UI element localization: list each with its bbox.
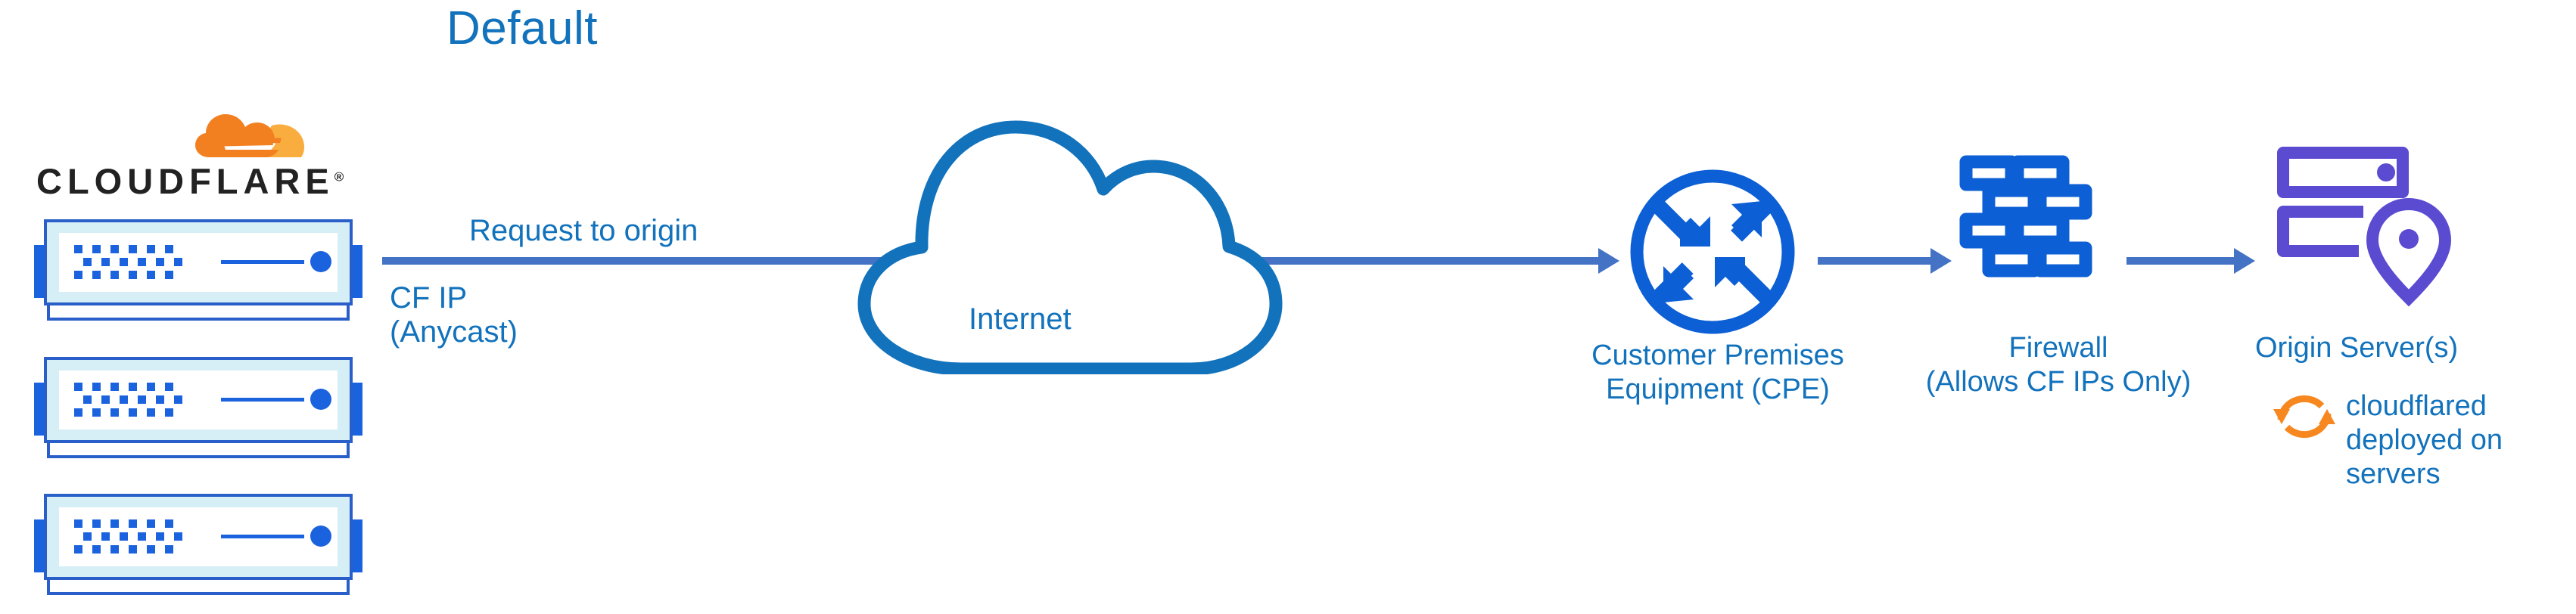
arrow-cpe-to-firewall-head: [1930, 248, 1952, 274]
cloudflare-wordmark: CLOUDFLARE®: [36, 161, 344, 201]
cloudflare-logo: CLOUDFLARE®: [36, 106, 354, 204]
server-rack-pin-icon: [2277, 147, 2452, 307]
arrow-firewall-to-origin-head: [2234, 248, 2255, 274]
label-cf-ip-anycast: CF IP (Anycast): [390, 281, 518, 349]
label-firewall: Firewall (Allows CF IPs Only): [1925, 332, 2192, 398]
sync-arrows-icon: [2273, 395, 2335, 439]
brick-wall-icon: [1959, 155, 2092, 278]
label-cloudflared-deployed: cloudflared deployed on servers: [2346, 390, 2503, 490]
cloudflare-server-device-1: [34, 219, 362, 321]
label-origin-server: Origin Server(s): [2255, 332, 2459, 364]
page-title: Default: [446, 2, 598, 54]
label-internet: Internet: [969, 302, 1072, 336]
router-icon: [1630, 169, 1795, 334]
label-request-to-origin: Request to origin: [469, 214, 698, 247]
cloudflare-server-device-3: [34, 494, 362, 595]
internet-cloud-icon: [857, 120, 1283, 374]
cloudflare-server-device-2: [34, 357, 362, 458]
arrow-cloudflare-to-cpe-head: [1598, 248, 1619, 274]
arrow-firewall-to-origin-line: [2126, 257, 2236, 265]
cloudflare-cloud-icon: [195, 114, 305, 157]
label-customer-premises-equipment: Customer Premises Equipment (CPE): [1591, 340, 1844, 405]
arrow-cpe-to-firewall-line: [1818, 257, 1933, 265]
